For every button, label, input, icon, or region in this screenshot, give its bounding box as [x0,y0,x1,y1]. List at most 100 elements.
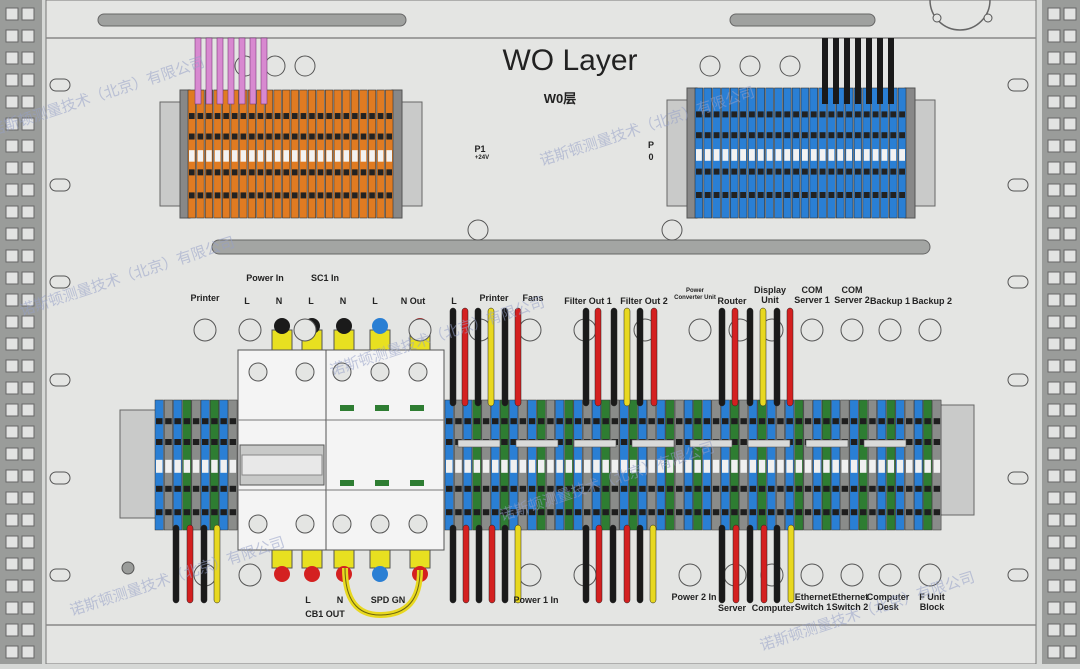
label-backup-1: Backup 1 [869,296,911,306]
mounting-hole [518,318,542,342]
terminal-slot [519,509,527,516]
rail-hole [5,557,19,571]
terminal-slot [863,132,870,139]
terminal-marker [220,459,227,473]
terminal-slot [757,168,764,175]
terminal-marker [749,459,757,473]
terminal-slot [326,133,332,140]
terminal-slot [758,485,766,492]
rail-hole [1047,337,1061,351]
terminal-slot [519,418,527,425]
mounting-slot [1007,471,1029,485]
terminal-marker [740,459,747,473]
terminal-slot [455,418,462,425]
terminal-marker [266,150,272,162]
terminal-slot [501,439,508,445]
terminal-marker [565,459,573,473]
wire-pink [260,37,268,105]
terminal-slot [740,192,746,198]
terminal-slot [915,485,922,492]
terminal-slot [696,132,702,139]
mounting-hole [467,219,489,241]
wire [650,307,658,407]
terminal-slot [611,418,619,425]
rail-hole [5,73,19,87]
terminal-slot [360,133,367,140]
terminal-slot [704,132,711,139]
terminal-marker [712,459,720,473]
terminal-marker [240,150,247,162]
terminal-slot [722,485,729,492]
terminal-slot [565,418,573,425]
wire [582,524,590,604]
terminal-slot [174,485,181,492]
terminal-slot [229,485,237,492]
terminal-slot [872,111,879,118]
terminal-slot [326,113,332,120]
status-window [375,405,389,411]
terminal-slot [611,509,619,516]
jumper-bar [515,439,559,448]
terminal-slot [584,509,591,516]
rail-hole [21,579,35,593]
mounting-hole [294,55,316,77]
terminal-slot [202,485,209,492]
wire [461,307,469,407]
terminal-slot [648,418,655,425]
terminal-slot [731,439,738,445]
terminal-slot [249,192,255,199]
rail-hole [1063,623,1077,637]
label-power-converter-unit: Power Converter Unit [674,288,716,301]
wire [488,524,496,604]
terminal-slot [887,509,895,516]
terminal-slot [202,418,209,425]
rail-hole [5,51,19,65]
mounting-hole [678,563,702,587]
terminal-slot [174,439,181,445]
terminal-slot [257,192,264,199]
terminal-marker [915,459,922,473]
rail-hole [21,557,35,571]
wire-end [372,318,388,334]
terminal-slot [510,418,517,425]
rail-hole [1063,469,1077,483]
terminal-slot [915,509,922,516]
terminal-slot [777,509,784,516]
terminal-slot [309,169,315,176]
terminal-marker [804,459,812,473]
terminal-marker [223,150,229,162]
terminal-marker [197,150,204,162]
terminal-slot [369,192,375,199]
terminal-slot [740,168,746,175]
terminal-slot [317,169,324,176]
terminal-slot [639,418,646,425]
terminal-slot [855,192,861,198]
label-l3: L [372,296,378,306]
rail-hole [1047,7,1061,21]
terminal-slot [326,192,332,199]
mounting-slot [1007,373,1029,387]
terminal-slot [814,485,821,492]
terminal-slot [694,418,701,425]
terminal-marker [823,459,830,473]
terminal-slot [206,133,212,140]
wire [718,307,726,407]
terminal-slot [214,113,221,120]
terminal-slot [777,418,784,425]
rail-hole [5,139,19,153]
rail-hole [5,447,19,461]
label-l4: L [451,296,457,306]
wire [786,307,794,407]
terminal-slot [300,169,307,176]
wire-end [274,318,290,334]
rail-hole [1047,249,1061,263]
terminal-slot [174,418,181,425]
wire [213,524,221,604]
terminal-slot [202,509,209,516]
terminal-slot [855,111,861,118]
terminal-slot [768,485,775,492]
terminal-marker [369,150,375,162]
terminal-slot [841,418,849,425]
terminal-slot [352,169,358,176]
rail-hole [1047,227,1061,241]
